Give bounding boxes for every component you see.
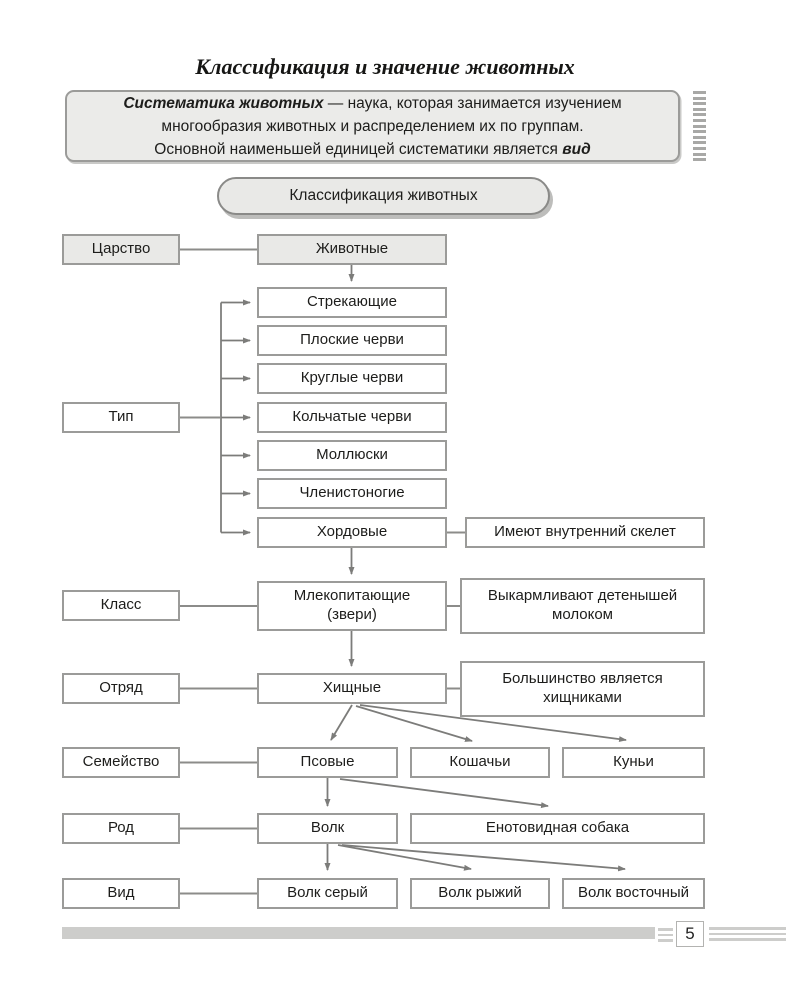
species-box-eastern-wolf: Волк восточный [562, 878, 705, 909]
definition-box: Систематика животных — наука, которая за… [65, 90, 680, 162]
family-box-canidae: Псовые [257, 747, 398, 778]
family-box-mustelidae: Куньи [562, 747, 705, 778]
genus-box-wolf: Волк [257, 813, 398, 844]
family-box-felidae: Кошачьи [410, 747, 550, 778]
phylum-box-flatworms: Плоские черви [257, 325, 447, 356]
rank-order-label: Отряд [62, 673, 180, 704]
rank-species-label: Вид [62, 878, 180, 909]
phylum-box-chordates: Хордовые [257, 517, 447, 548]
page-number: 5 [676, 921, 704, 947]
phylum-box-arthropods: Членистоногие [257, 478, 447, 509]
order-box-carnivora: Хищные [257, 673, 447, 704]
definition-term: Систематика животных [123, 94, 324, 112]
species-box-red-wolf: Волк рыжий [410, 878, 550, 909]
rank-class-label: Класс [62, 590, 180, 621]
rank-genus-label: Род [62, 813, 180, 844]
rank-phylum-label: Тип [62, 402, 180, 433]
classification-pill: Классификация животных [217, 177, 550, 215]
phylum-box-cnidarians: Стрекающие [257, 287, 447, 318]
phylum-box-roundworms: Круглые черви [257, 363, 447, 394]
note-box-carnivora: Большинство является хищниками [460, 661, 705, 717]
genus-box-raccoon-dog: Енотовидная собака [410, 813, 705, 844]
definition-line-2: многообразия животных и распределением и… [161, 117, 584, 135]
definition-line-1: Систематика животных — наука, которая за… [123, 94, 622, 112]
species-box-grey-wolf: Волк серый [257, 878, 398, 909]
phylum-box-annelids: Кольчатые черви [257, 402, 447, 433]
rank-family-label: Семейство [62, 747, 180, 778]
binder-marks [693, 91, 706, 164]
class-box-mammals: Млекопитающие (звери) [257, 581, 447, 631]
footer-right-marks [709, 927, 786, 944]
footer-rule [62, 927, 655, 939]
definition-term-vid: вид [562, 140, 591, 158]
rank-kingdom-label: Царство [62, 234, 180, 265]
note-box-chordates: Имеют внутренний скелет [465, 517, 705, 548]
kingdom-box-animals: Животные [257, 234, 447, 265]
page-title: Классификация и значение животных [195, 54, 575, 79]
note-box-mammals: Выкармливают детенышей молоком [460, 578, 705, 634]
phylum-box-molluscs: Моллюски [257, 440, 447, 471]
definition-line-3: Основной наименьшей единицей систематики… [154, 140, 591, 158]
footer-left-marks [658, 928, 673, 945]
